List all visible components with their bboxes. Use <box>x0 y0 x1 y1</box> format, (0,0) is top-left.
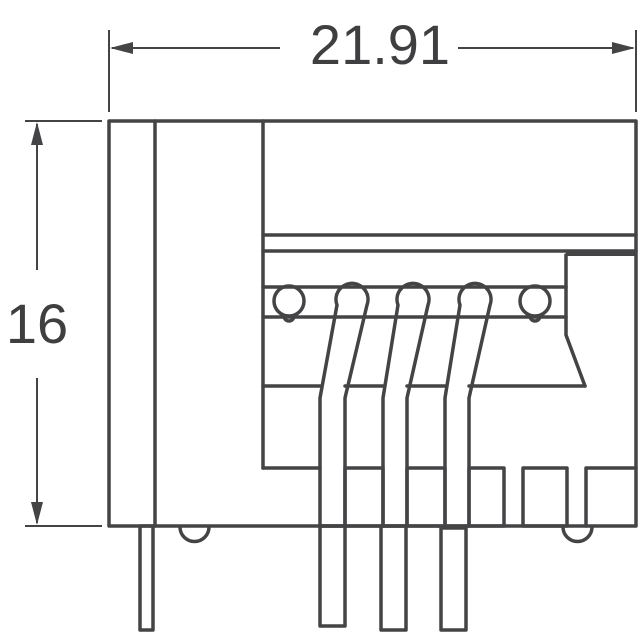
cell-4 <box>521 466 569 528</box>
width-dimension-label: 21.91 <box>310 13 450 76</box>
boss-left <box>178 525 211 544</box>
pin-hole-1 <box>272 284 306 318</box>
latch-profile <box>564 253 587 388</box>
connector-body <box>107 119 638 528</box>
tail-pins <box>138 524 594 632</box>
tail-pin-1 <box>318 524 347 628</box>
pin-hole-5 <box>518 284 552 318</box>
arrow-left-icon <box>110 42 133 54</box>
bottom-cells <box>343 466 638 528</box>
boss-right <box>561 525 594 544</box>
pin-hole-5-tab <box>528 314 542 323</box>
cell-2 <box>405 466 447 528</box>
mount-pin <box>138 524 155 632</box>
pin-row <box>272 284 552 323</box>
body-outline <box>107 119 638 528</box>
width-dimension: 21.91 <box>108 13 637 112</box>
cell-3 <box>467 466 506 528</box>
bent-leads <box>318 281 493 528</box>
height-dimension-label: 16 <box>6 292 68 355</box>
bent-lead-1 <box>318 281 370 528</box>
latch-top <box>566 251 636 256</box>
cell-1 <box>343 466 385 528</box>
tail-pin-2 <box>379 524 408 632</box>
arrow-up-icon <box>31 122 43 145</box>
arrow-down-icon <box>31 502 43 525</box>
bent-lead-2 <box>381 281 431 528</box>
bent-lead-3 <box>443 281 493 528</box>
height-dimension: 16 <box>6 120 102 527</box>
arrow-right-icon <box>612 42 635 54</box>
tail-pin-3 <box>439 526 468 632</box>
pin-hole-1-tab <box>282 314 296 323</box>
cell-5 <box>584 466 638 528</box>
